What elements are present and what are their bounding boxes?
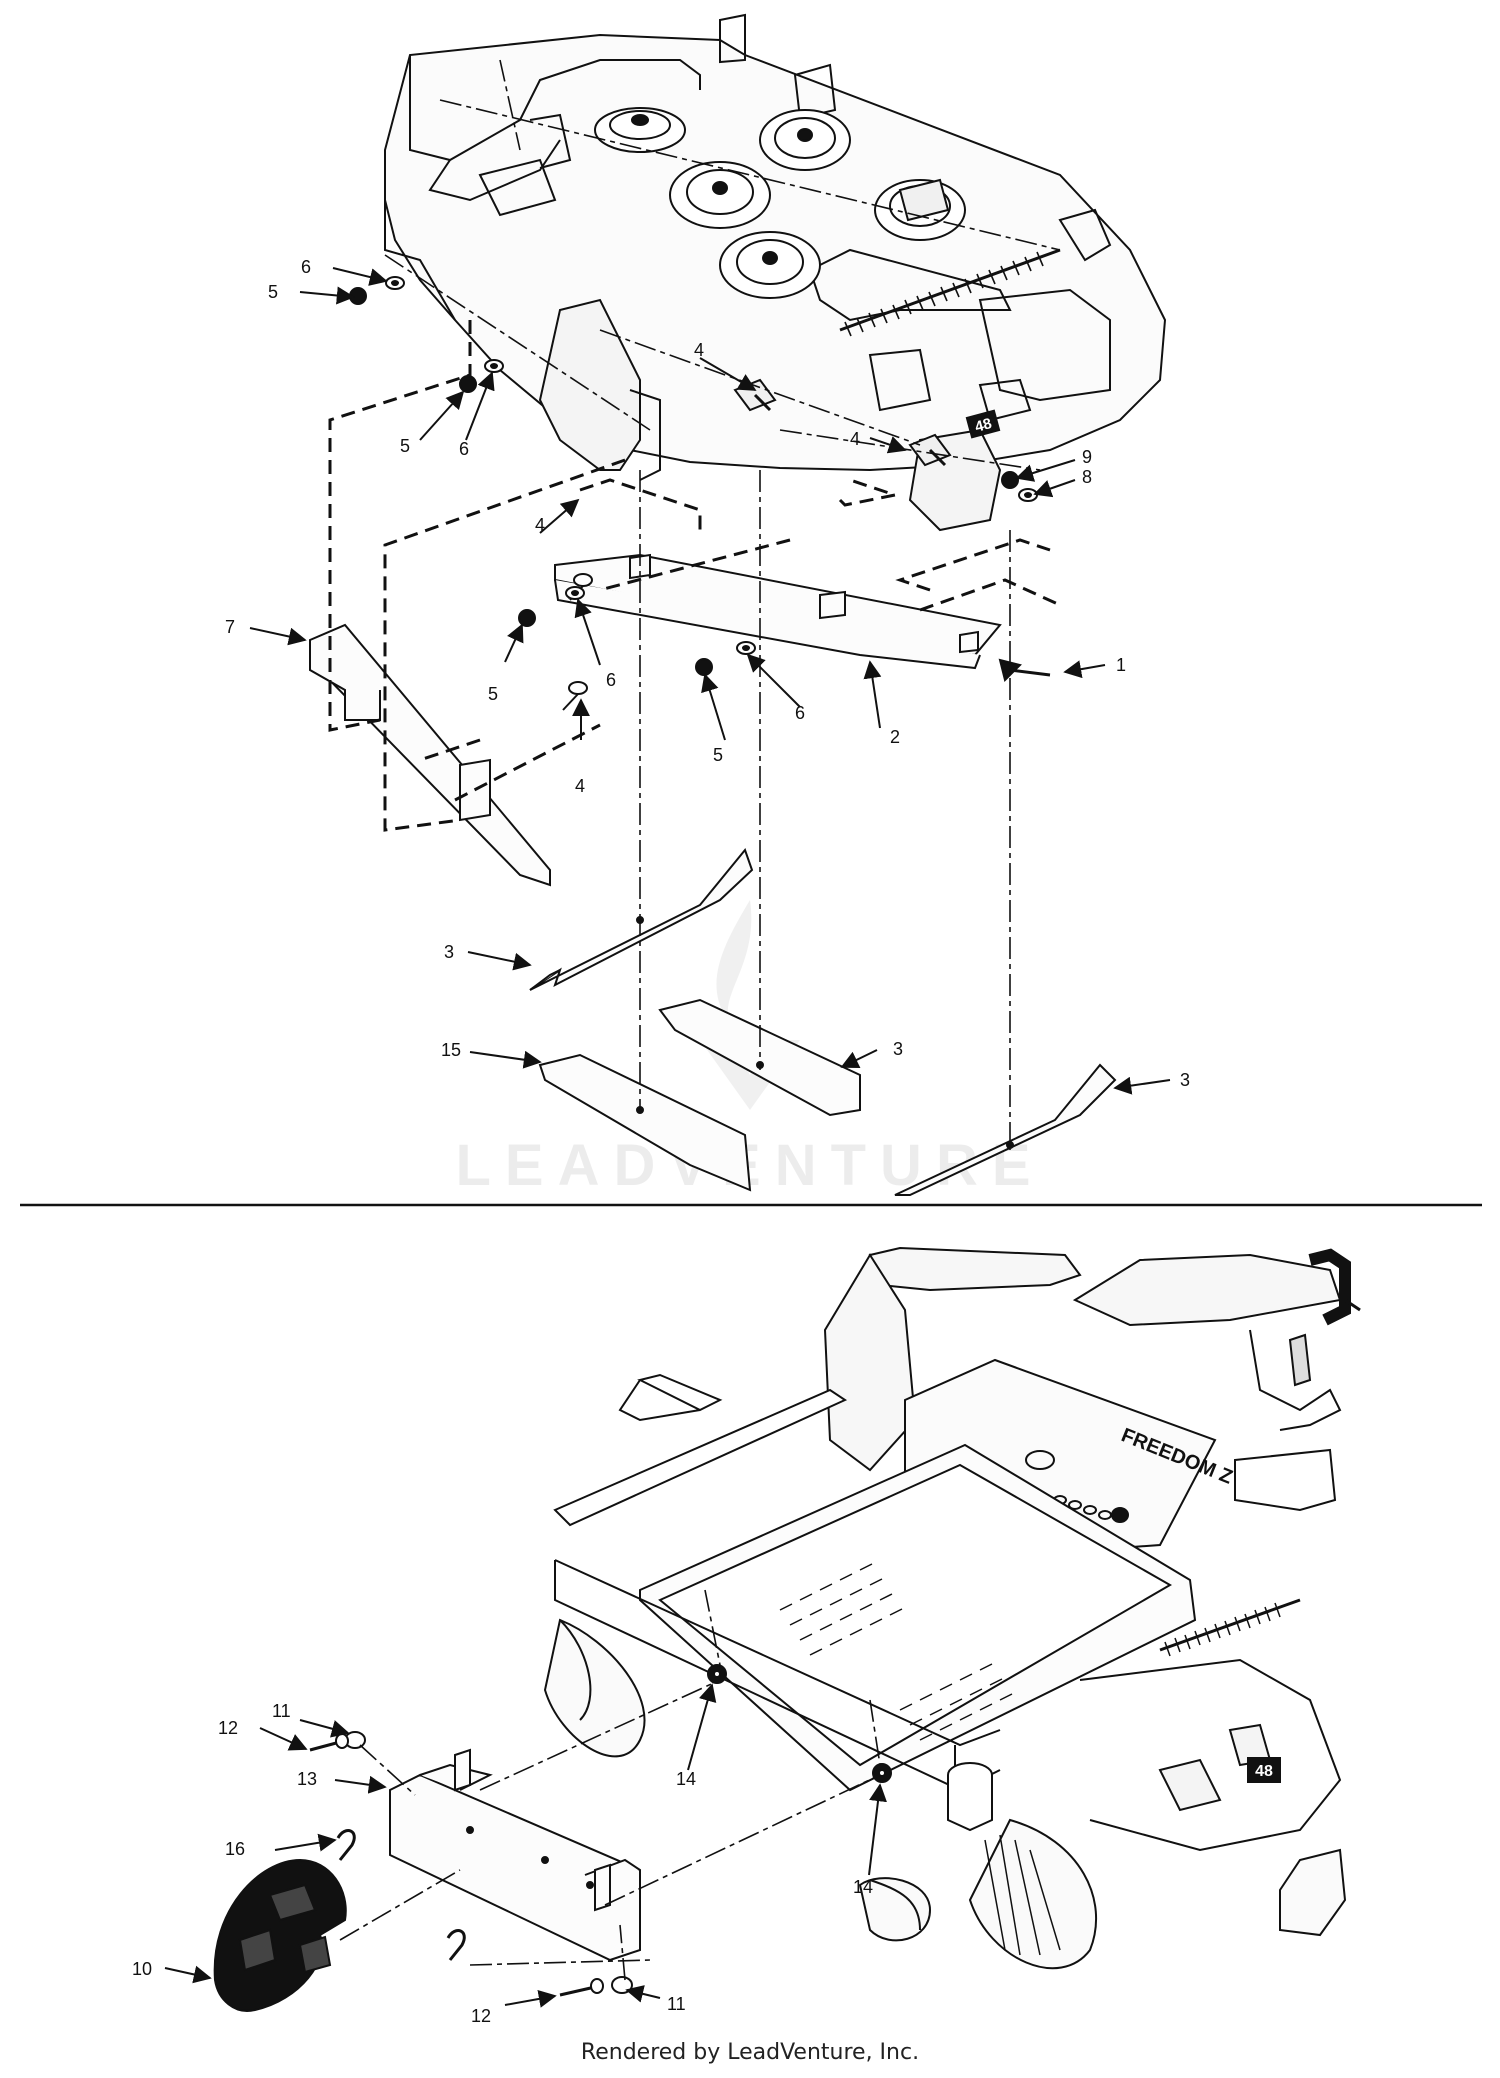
footrest-tread <box>779 1563 1013 1741</box>
callout-1: 1 <box>1116 655 1126 675</box>
blade-part-3-left <box>529 847 754 991</box>
callout-leaders-top <box>249 267 1171 1095</box>
callout-4-top: 4 <box>694 340 704 360</box>
callout-13: 13 <box>297 1769 317 1789</box>
callout-5-d: 5 <box>713 745 723 765</box>
carriage-bolt-part-1 <box>998 658 1051 682</box>
tractor-front: FREEDOM Z <box>543 1246 1361 1970</box>
svg-text:48: 48 <box>973 415 994 436</box>
footer-credit: Rendered by LeadVenture, Inc. <box>580 2040 920 2065</box>
callout-15: 15 <box>441 1040 461 1060</box>
callout-11-top: 11 <box>272 1701 291 1721</box>
front-baffle-part-2 <box>554 553 1002 670</box>
pulley-center-rear <box>759 109 851 171</box>
callout-14-right: 14 <box>853 1877 873 1897</box>
callout-2: 2 <box>890 727 900 747</box>
callout-12-bottom: 12 <box>471 2006 491 2026</box>
callout-3-left: 3 <box>444 942 454 962</box>
weight-bracket-part-13 <box>389 1748 641 1962</box>
deflector-part-7 <box>309 623 551 887</box>
callout-labels-bottom: 10 11 11 12 12 13 14 14 16 <box>132 1701 873 2026</box>
callout-14-left: 14 <box>676 1769 696 1789</box>
callout-16: 16 <box>225 1839 245 1859</box>
deck-pulleys <box>594 107 966 299</box>
assembly-lines-bottom <box>339 1589 881 1981</box>
washer-part-6-a <box>385 276 405 290</box>
pulley-left-rear <box>594 107 686 153</box>
hardware-top <box>349 276 1051 711</box>
nut-part-5-c <box>518 609 536 627</box>
pin-part-16-b <box>446 1929 466 1961</box>
deck-badge-upper: 48 <box>965 409 1001 439</box>
callout-4-right: 4 <box>850 429 860 449</box>
pulley-right-idler <box>874 178 966 241</box>
callout-4-mid: 4 <box>535 515 545 535</box>
washer-part-6-b <box>484 359 504 373</box>
nut-part-5-b <box>459 375 477 393</box>
callout-3-right: 3 <box>1180 1070 1190 1090</box>
bolt-part-12-a <box>309 1733 349 1752</box>
bolt-part-4-d <box>908 433 952 467</box>
callout-6-d: 6 <box>795 703 805 723</box>
nut-part-9 <box>1001 471 1019 489</box>
callout-12-top: 12 <box>218 1718 238 1738</box>
callout-7: 7 <box>225 617 235 637</box>
callout-labels-top: 1 2 3 3 3 15 4 4 4 4 5 5 5 5 6 6 6 6 7 8… <box>225 257 1190 1090</box>
callout-6-b: 6 <box>459 439 469 459</box>
callout-10: 10 <box>132 1959 152 1979</box>
callout-9: 9 <box>1082 447 1092 467</box>
svg-text:48: 48 <box>1255 1763 1273 1780</box>
callout-6-c: 6 <box>606 670 616 690</box>
callout-3-center: 3 <box>893 1039 903 1059</box>
pin-part-16-a <box>336 1829 356 1861</box>
washer-part-8 <box>1018 488 1038 502</box>
deck-badge-lower: 48 <box>1247 1757 1281 1783</box>
callout-5-c: 5 <box>488 684 498 704</box>
washer-part-6-d <box>736 641 756 655</box>
callout-leaders-bottom <box>164 1683 887 2008</box>
pulley-center <box>669 161 771 229</box>
weight-part-10 <box>213 1858 347 2012</box>
washer-part-6-c <box>565 586 585 600</box>
nut-part-14-b <box>872 1763 892 1783</box>
bolt-part-12-b <box>559 1978 604 1997</box>
assembly-lines-top <box>328 59 1061 1150</box>
bolt-part-4-b <box>562 681 588 711</box>
callout-5-b: 5 <box>400 436 410 456</box>
callout-11-bottom: 11 <box>667 1994 686 2014</box>
callout-8: 8 <box>1082 467 1092 487</box>
callout-4-bottom: 4 <box>575 776 585 796</box>
nut-part-14-a <box>707 1664 727 1684</box>
nut-part-5-d <box>695 658 713 676</box>
callout-6-a: 6 <box>301 257 311 277</box>
tension-spring <box>839 248 1061 337</box>
pulley-left-front <box>719 231 821 299</box>
callout-5-a: 5 <box>268 282 278 302</box>
